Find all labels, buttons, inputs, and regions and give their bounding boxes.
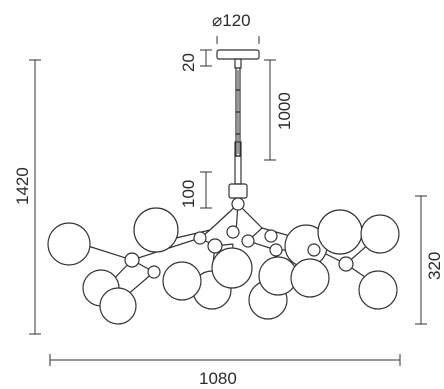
canopy-diameter-label: ⌀120 — [212, 11, 251, 30]
bulb — [211, 247, 253, 289]
chain-length-label: 1000 — [275, 92, 294, 130]
glass-bulbs — [47, 207, 400, 325]
joint — [147, 265, 161, 279]
bulb — [47, 222, 91, 266]
canopy-height-dimension — [200, 49, 212, 67]
ceiling-canopy — [216, 49, 260, 60]
joint — [193, 231, 207, 245]
total-height-label: 1420 — [13, 167, 32, 205]
joint — [226, 225, 240, 239]
body-hub — [228, 183, 248, 199]
arm-joints — [124, 197, 354, 279]
joint — [231, 197, 245, 211]
total-width-label: 1080 — [199, 369, 237, 388]
body-height-label: 100 — [179, 180, 198, 208]
joint — [207, 238, 223, 254]
fixture-height-label: 320 — [425, 252, 444, 280]
bulb — [317, 209, 363, 255]
chain-length-dimension — [264, 59, 276, 161]
joint — [241, 234, 255, 248]
suspension-chain — [234, 58, 242, 185]
bulb — [162, 261, 202, 301]
bulb — [133, 207, 179, 253]
joint — [338, 256, 354, 272]
bulb — [358, 270, 398, 310]
joint — [269, 243, 283, 257]
joint — [307, 243, 321, 257]
bulb — [290, 258, 330, 298]
bulb — [360, 214, 400, 254]
joint — [264, 229, 278, 243]
total-width-dimension — [49, 354, 401, 366]
fixture-height-dimension — [415, 195, 427, 325]
joint — [124, 252, 140, 268]
body-height-dimension — [200, 171, 212, 209]
total-height-dimension — [29, 59, 41, 335]
canopy-diameter-dimension — [216, 36, 260, 44]
bulb — [99, 287, 137, 325]
canopy-height-label: 20 — [179, 53, 198, 72]
